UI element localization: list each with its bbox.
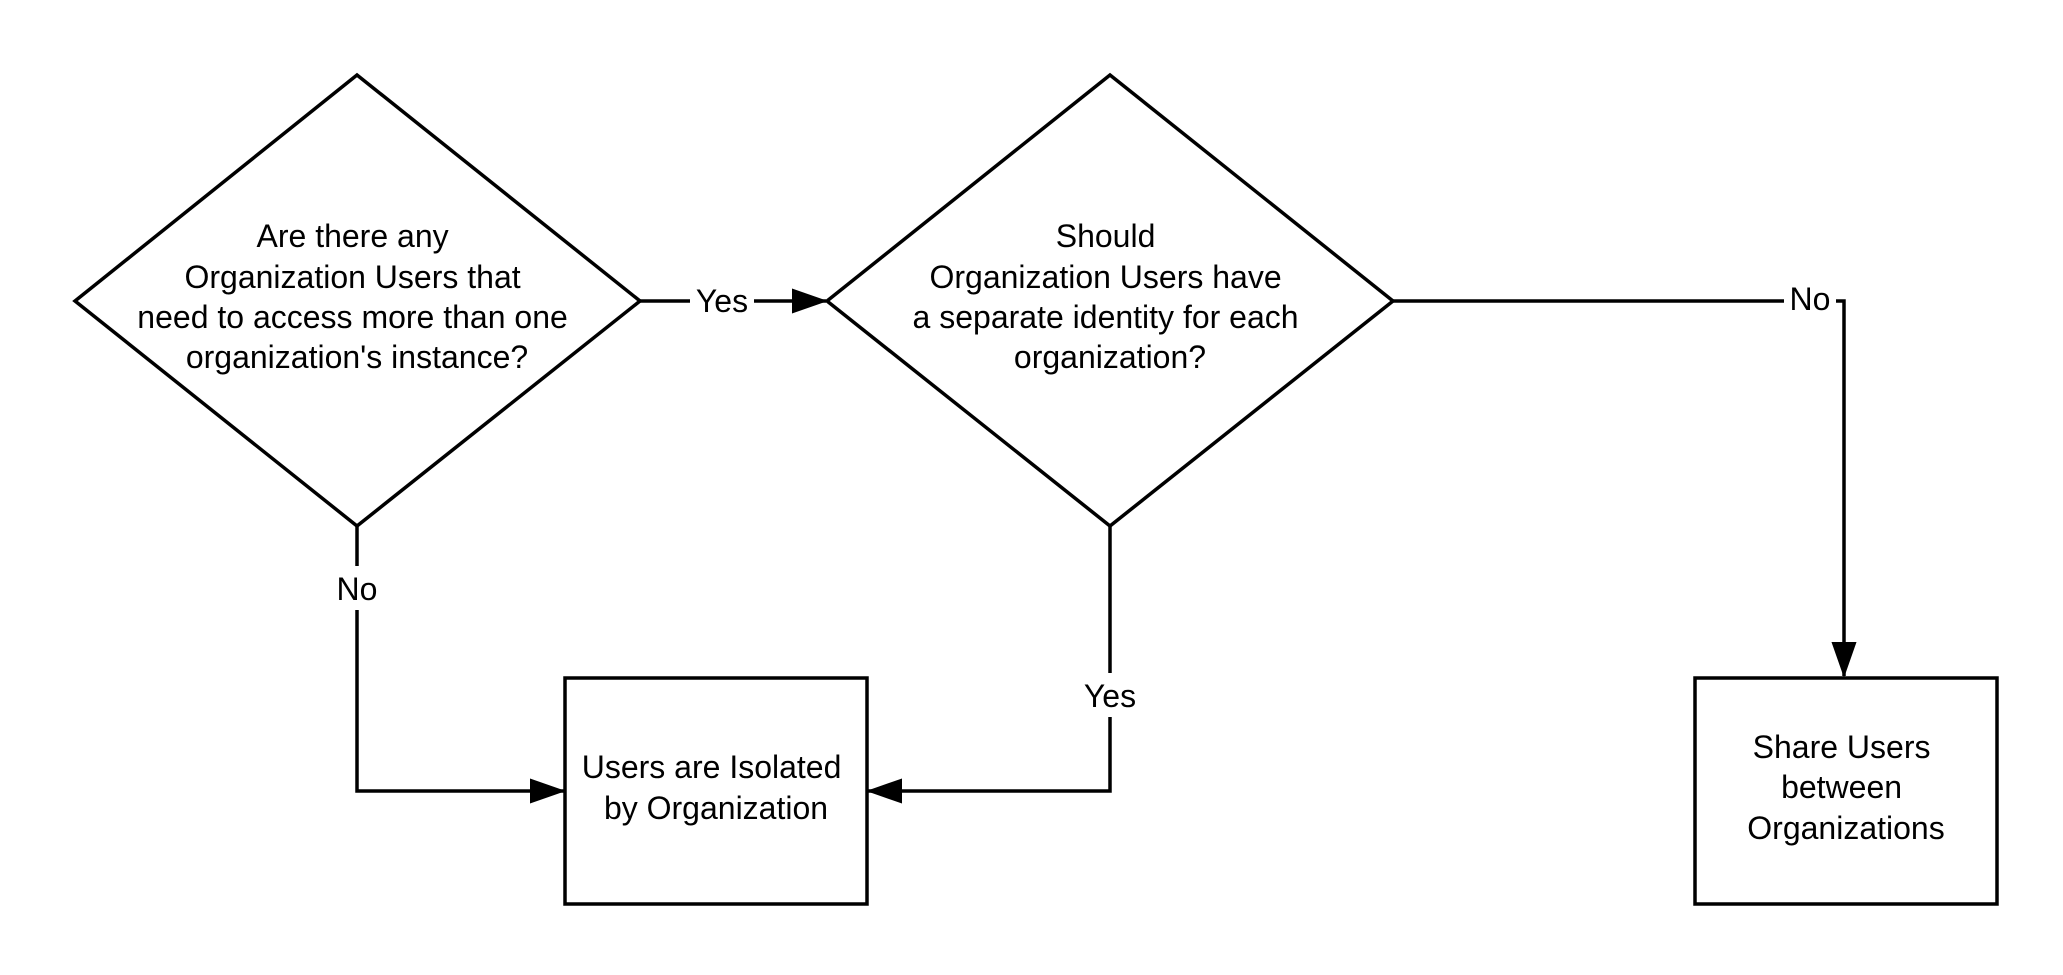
edge-q2-yes: Yes: [866, 526, 1142, 804]
edge-q1-yes-label: Yes: [696, 283, 748, 319]
process-share-line-2: between: [1781, 769, 1902, 805]
decision-q2-line-2: Organization Users have: [929, 259, 1281, 295]
decision-diamond-q1: [72, 72, 643, 529]
decision-q2-line-4: organization?: [1014, 339, 1206, 375]
decision-q2-line-3: a separate identity for each: [913, 299, 1299, 335]
decision-q1-text: Are there any Organization Users that ne…: [137, 218, 576, 375]
decision-q1-line-1: Are there any: [257, 218, 449, 254]
process-node-isolated: Users are Isolated by Organization: [563, 676, 869, 906]
decision-diamond-q2: [824, 72, 1396, 529]
process-share-text: Share Users between Organizations: [1747, 729, 1944, 846]
process-share-line-3: Organizations: [1747, 810, 1944, 846]
edge-q2-no: No: [1393, 279, 1857, 678]
edge-q1-yes: Yes: [640, 279, 828, 321]
process-node-share: Share Users between Organizations: [1693, 676, 1999, 906]
process-box-share: [1693, 676, 1999, 906]
decision-q1-line-2: Organization Users that: [184, 259, 520, 295]
process-box-isolated: [563, 676, 869, 906]
edge-q1-no: No: [330, 526, 566, 804]
decision-node-q2: Should Organization Users have a separat…: [824, 72, 1396, 529]
edge-q2-yes-label: Yes: [1084, 678, 1136, 714]
decision-q1-line-4: organization's instance?: [186, 339, 528, 375]
edge-q1-no-line: [355, 526, 566, 804]
edge-q2-no-line: [1393, 299, 1857, 678]
edge-q2-no-label: No: [1790, 281, 1831, 317]
edge-q2-yes-line: [866, 526, 1112, 804]
process-isolated-text: Users are Isolated by Organization: [582, 749, 851, 826]
edge-q1-no-label: No: [337, 571, 378, 607]
process-isolated-line-1: Users are Isolated: [582, 749, 842, 785]
process-isolated-line-2: by Organization: [604, 790, 828, 826]
decision-q1-line-3: need to access more than one: [137, 299, 568, 335]
process-share-line-1: Share Users: [1753, 729, 1931, 765]
decision-q2-line-1: Should: [1056, 218, 1156, 254]
decision-q2-text: Should Organization Users have a separat…: [913, 218, 1308, 375]
decision-node-q1: Are there any Organization Users that ne…: [72, 72, 643, 529]
